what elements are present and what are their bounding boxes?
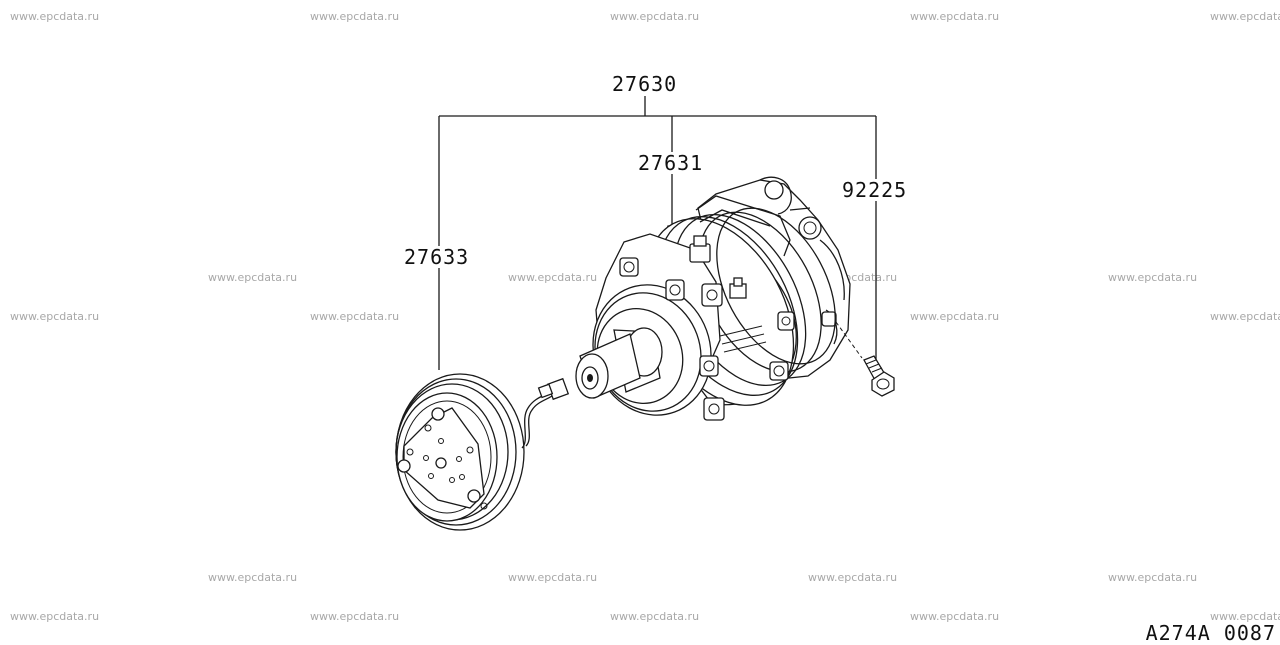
callout-clutch: 27633: [402, 245, 472, 269]
watermark: www.epcdata.ru: [1108, 571, 1198, 584]
watermark: www.epcdata.ru: [508, 571, 598, 584]
watermark: www.epcdata.ru: [610, 10, 700, 23]
callout-compressor: 27631: [636, 151, 706, 175]
watermark: www.epcdata.ru: [808, 571, 898, 584]
watermark: www.epcdata.ru: [508, 271, 598, 284]
watermark: www.epcdata.ru: [1210, 310, 1280, 323]
watermark: www.epcdata.ru: [10, 10, 100, 23]
watermark: www.epcdata.ru: [1108, 271, 1198, 284]
watermark: www.epcdata.ru: [910, 310, 1000, 323]
compressor-body: [575, 176, 851, 421]
watermark: www.epcdata.ru: [1210, 610, 1280, 623]
clutch-wire-connector: [521, 377, 570, 449]
watermark: www.epcdata.ru: [208, 271, 298, 284]
mounting-bolt: [835, 321, 895, 397]
watermark: www.epcdata.ru: [910, 610, 1000, 623]
watermark: www.epcdata.ru: [310, 310, 400, 323]
watermark: www.epcdata.ru: [10, 610, 100, 623]
diagram-code: A274A 0087: [1145, 621, 1276, 645]
watermark: www.epcdata.ru: [10, 310, 100, 323]
watermark: www.epcdata.ru: [310, 10, 400, 23]
watermark: www.epcdata.ru: [910, 10, 1000, 23]
watermark: www.epcdata.ru: [310, 610, 400, 623]
leader-lines: [438, 96, 877, 370]
clutch-pulley: [395, 373, 525, 531]
watermark: www.epcdata.ru: [208, 571, 298, 584]
callout-assembly: 27630: [610, 72, 680, 96]
callout-bolt: 92225: [840, 178, 910, 202]
watermark: www.epcdata.ru: [610, 610, 700, 623]
watermark: www.epcdata.ru: [1210, 10, 1280, 23]
